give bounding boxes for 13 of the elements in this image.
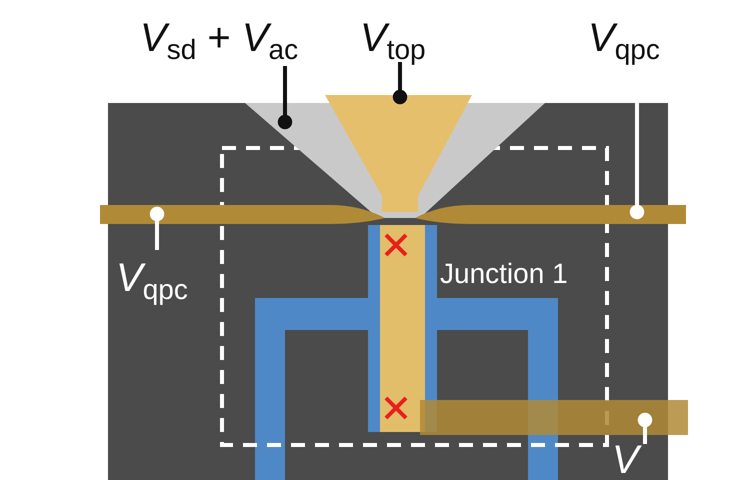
- leader-line: [638, 412, 652, 444]
- voltage-label: V$_{top}$: [360, 18, 426, 64]
- leader-line: [150, 206, 164, 250]
- gate-electrode: [415, 205, 686, 224]
- leader-line: [278, 66, 292, 130]
- voltage-label: V$_{qpc}$: [588, 18, 660, 64]
- voltage-label: V$_{sd}$ + V$_{ac}$: [140, 18, 298, 64]
- region-label: Junction 1: [440, 260, 568, 288]
- gate-electrode: [100, 205, 385, 224]
- top-gate-electrode: [325, 95, 472, 212]
- gate-electrode: [420, 400, 688, 435]
- leader-line: [392, 62, 408, 104]
- voltage-label: V$_{qpc}$: [116, 258, 188, 304]
